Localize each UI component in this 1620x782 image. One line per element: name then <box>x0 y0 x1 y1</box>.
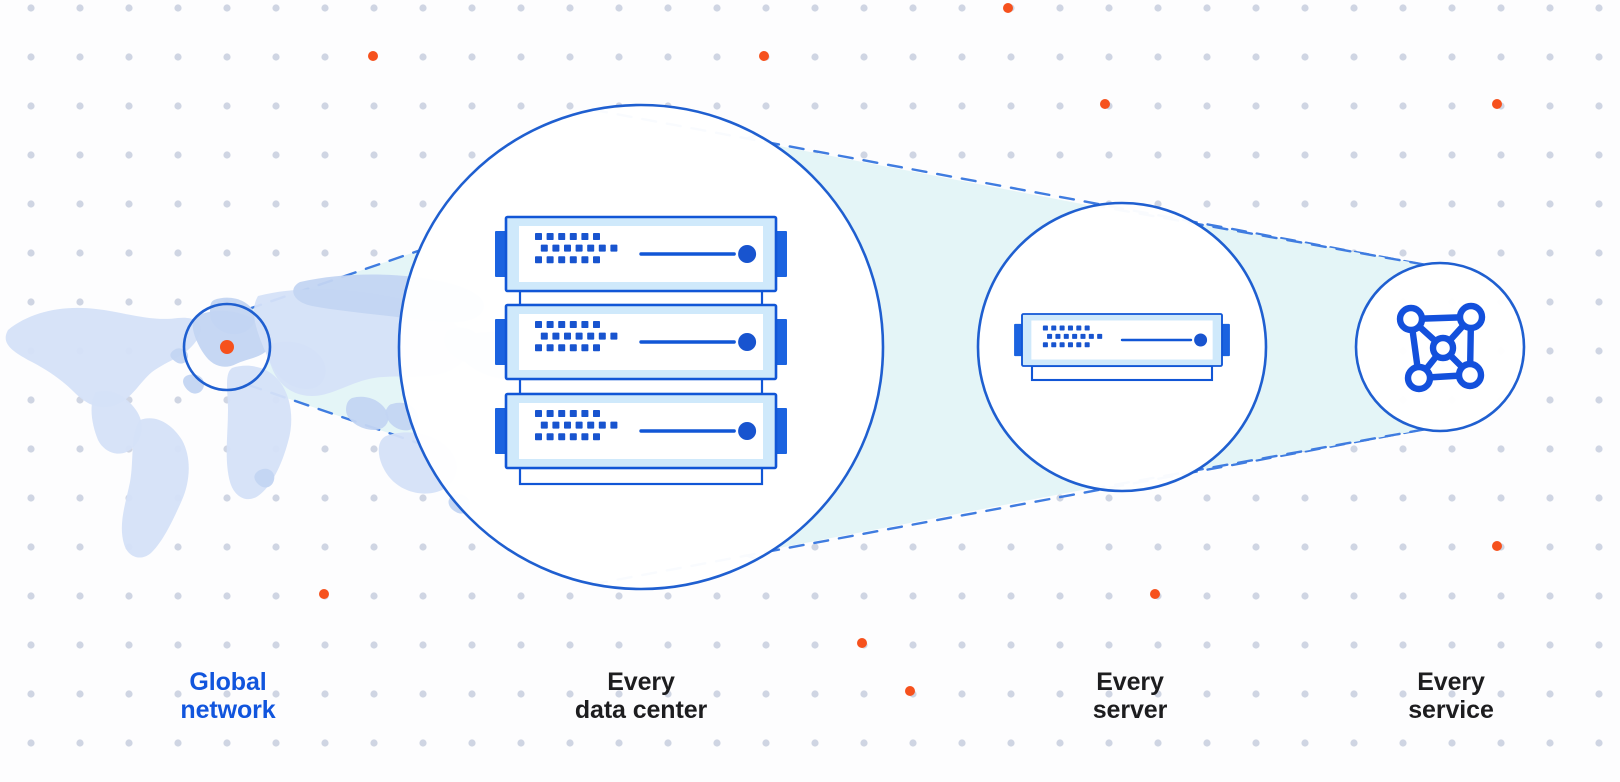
network-nodes-icon <box>1396 302 1486 393</box>
label-every-service: Every service <box>1408 668 1494 724</box>
single-server-icon <box>1014 313 1230 382</box>
label-every-server: Every server <box>1092 668 1168 724</box>
label-every-data-center: Every data center <box>574 668 708 724</box>
server-rack-icon <box>495 215 787 486</box>
global-network-region-circle <box>182 302 272 392</box>
label-global-network: Global network <box>180 668 276 724</box>
global-network-marker-dot <box>220 340 234 354</box>
